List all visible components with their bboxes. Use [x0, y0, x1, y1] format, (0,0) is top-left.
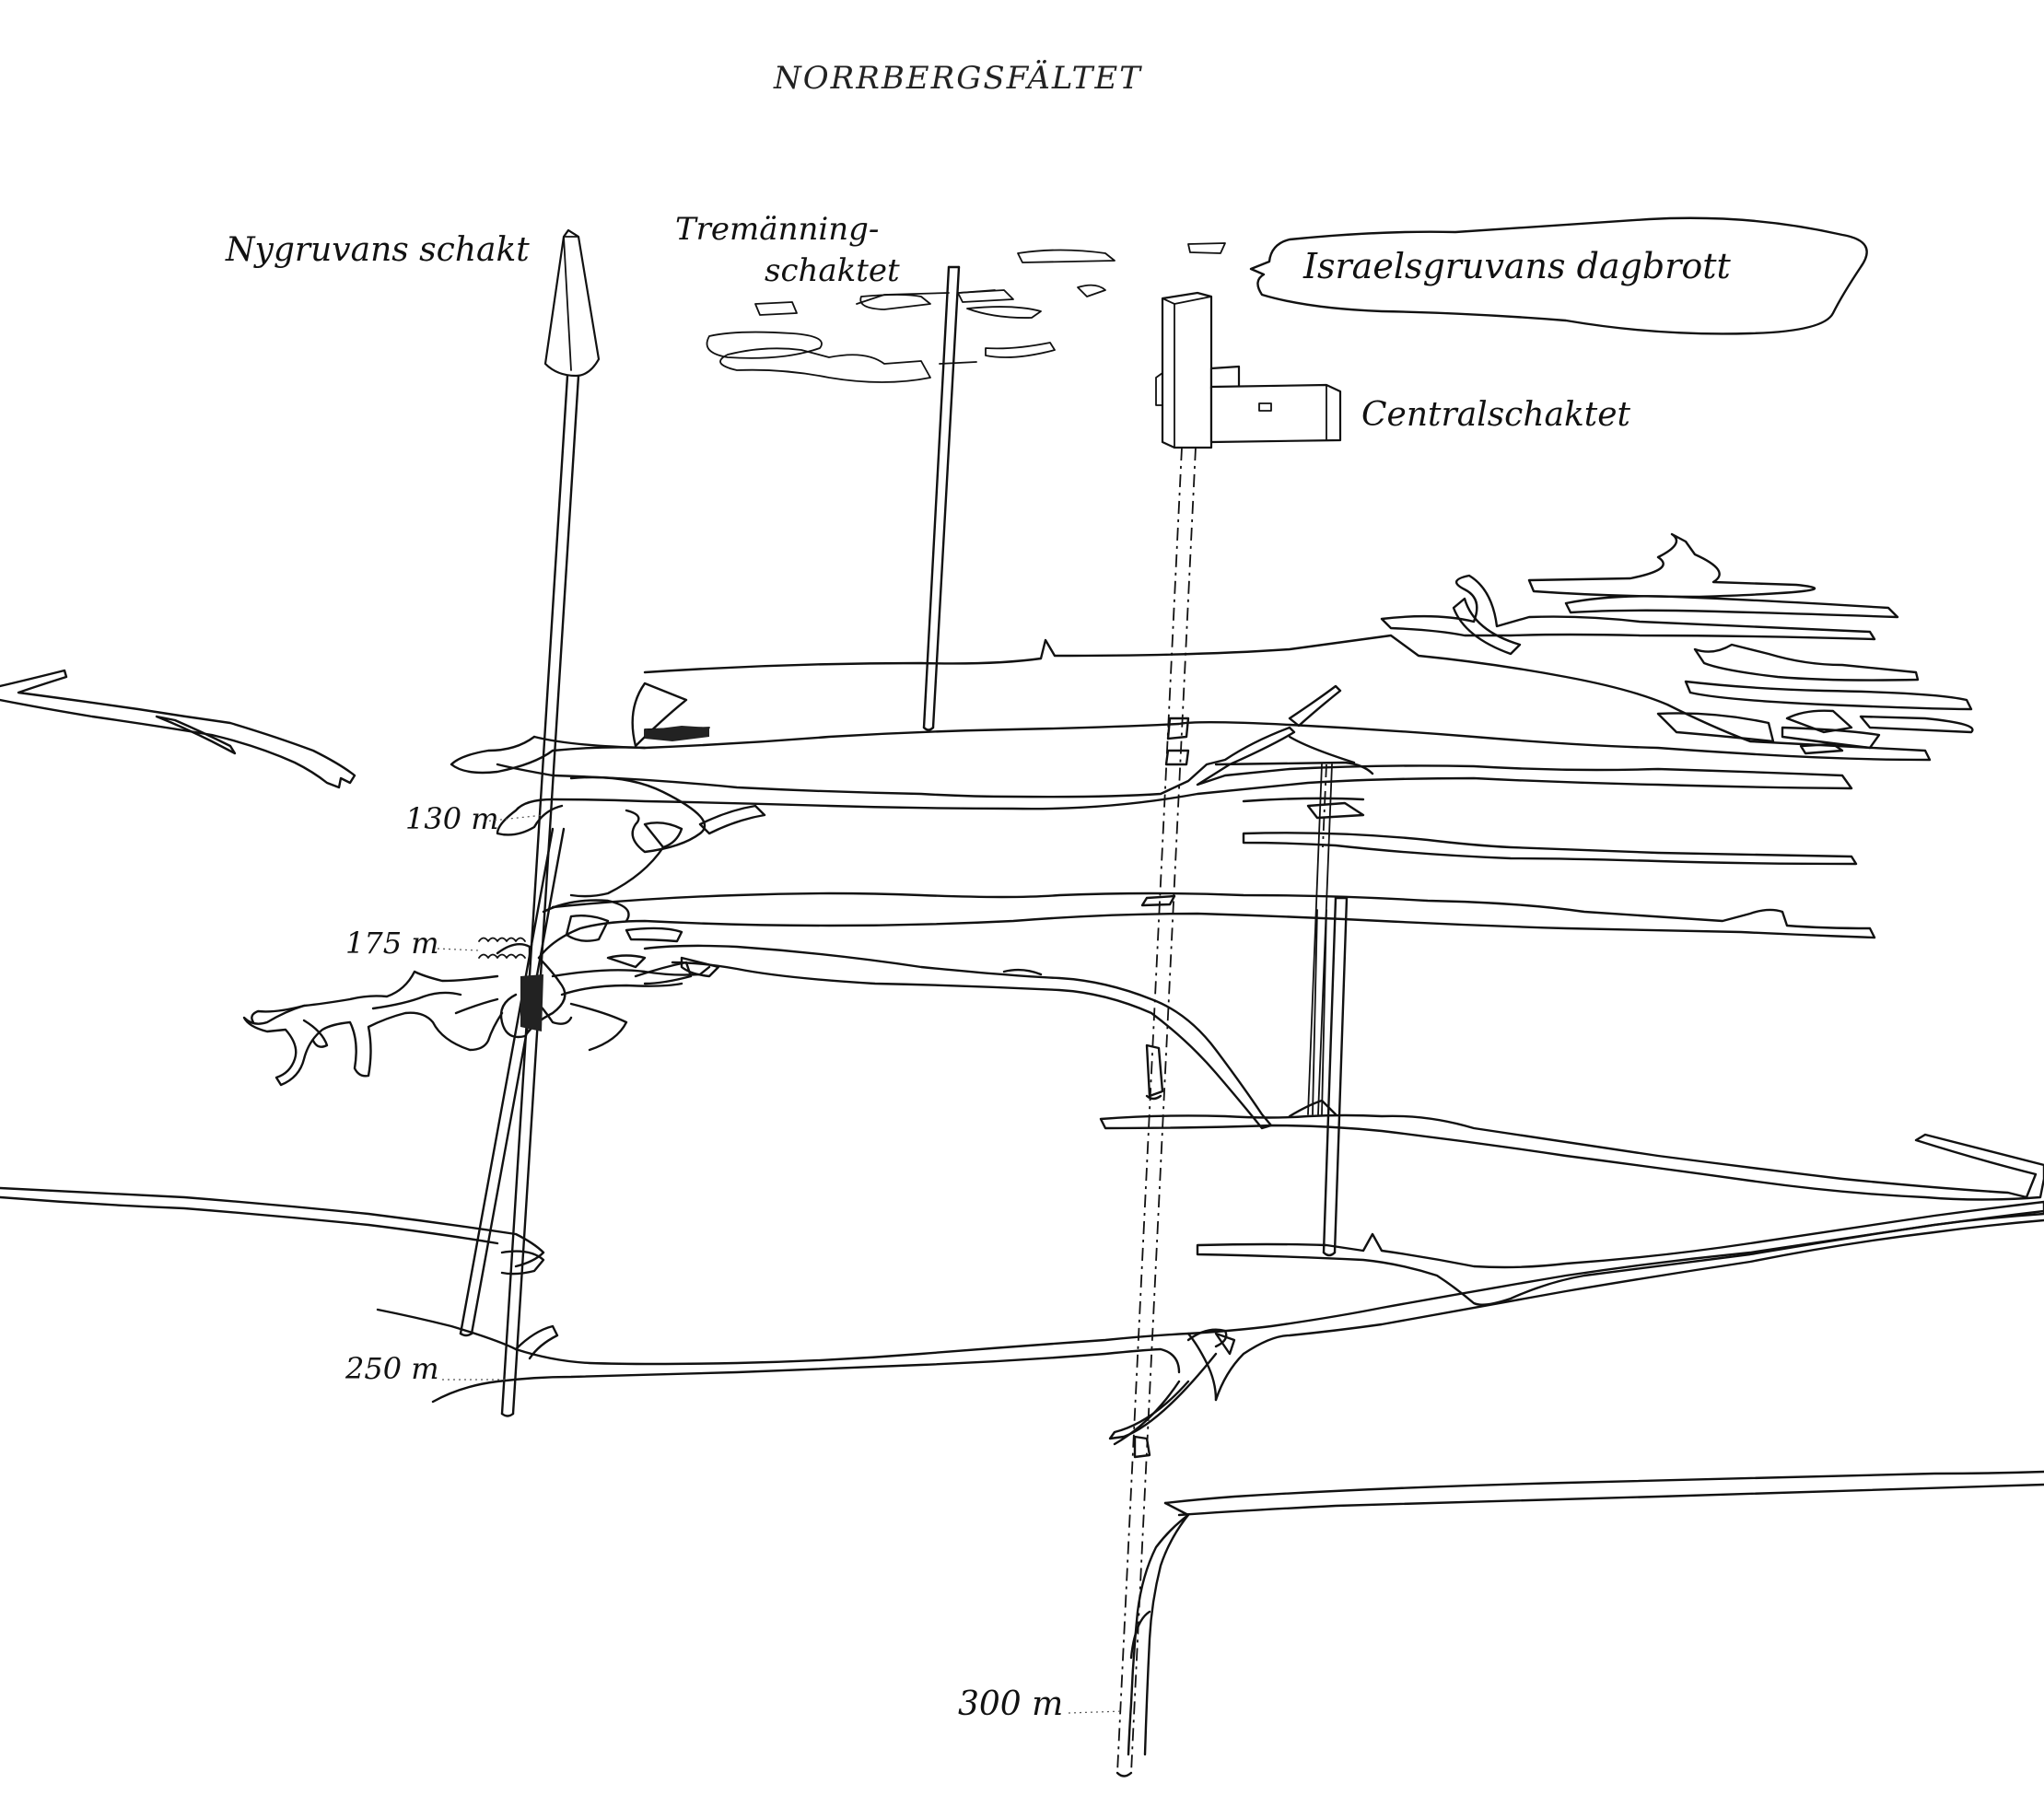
- upper-drifts: [1380, 532, 1974, 755]
- open-pit-label: Israelsgruvans dagbrott: [1302, 246, 1732, 286]
- nygruvans-shaft: [459, 228, 601, 1417]
- tremanning-shaft: [856, 265, 996, 731]
- level-250-label: 250 m: [345, 1351, 439, 1386]
- tremanning-shaft-label-line2: schaktet: [765, 252, 900, 289]
- nygruvans-shaft-label: Nygruvans schakt: [225, 231, 530, 269]
- central-shaft-label: Centralschaktet: [1361, 396, 1631, 434]
- central-shaft: [1115, 291, 1342, 1777]
- level-110-drift: [450, 634, 1932, 775]
- level-300-drift: [1127, 1470, 2044, 1756]
- level-175-drift: [537, 892, 1876, 1130]
- level-250-drift: [0, 1186, 2044, 1446]
- surface-outlines: [706, 242, 1226, 383]
- level-200-west-drifts: [242, 970, 504, 1087]
- level-175-label: 175 m: [345, 926, 439, 961]
- left-cluster-upper: [569, 775, 766, 898]
- tremanning-shaft-label-line1: Tremänning-: [675, 211, 879, 248]
- blind-shafts: [1307, 763, 1349, 1257]
- level-130-drift: [496, 684, 1858, 866]
- diagram-title: NORRBERGSFÄLTET: [773, 60, 1142, 97]
- level-220-drift: [1099, 1099, 2044, 1201]
- level-130-label: 130 m: [405, 801, 499, 836]
- far-left-drifts: [0, 669, 356, 789]
- open-pit-outline: [1249, 216, 1868, 335]
- ore-marks: [478, 937, 526, 959]
- level-300-label: 300 m: [958, 1685, 1063, 1723]
